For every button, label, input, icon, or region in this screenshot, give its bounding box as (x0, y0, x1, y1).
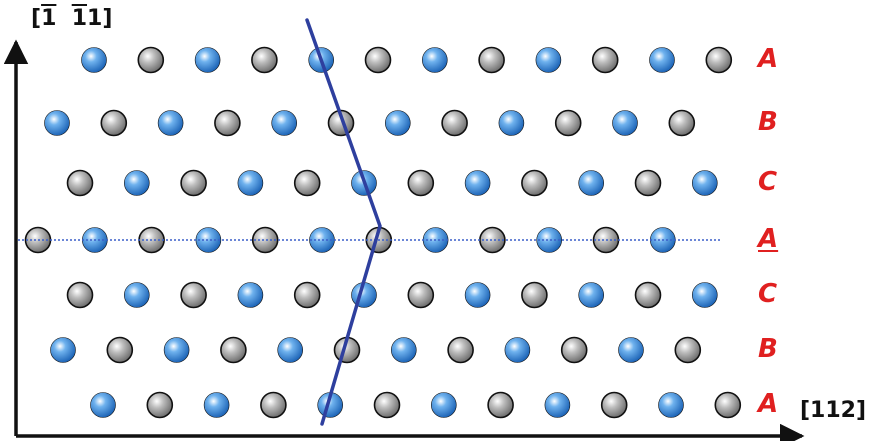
atom-gray (600, 391, 628, 419)
y-label-index-1: 1 (41, 6, 57, 31)
atom-gray (260, 391, 287, 419)
atom-gray (478, 46, 505, 74)
atom-gray (66, 169, 94, 197)
atom-gray (674, 336, 702, 364)
atom-gray (220, 336, 247, 364)
layer-label: A (758, 389, 779, 419)
atom-blue (544, 392, 571, 418)
atom-gray (106, 336, 134, 364)
atom-blue (464, 282, 491, 308)
atom-blue (504, 337, 531, 363)
atom-gray (407, 169, 435, 197)
vertical-axis-label: [1 11] (31, 6, 113, 31)
atom-blue (163, 337, 190, 363)
atom-gray (521, 169, 548, 197)
atom-gray (293, 281, 321, 309)
atom-blue (237, 282, 264, 308)
atom-gray (668, 109, 696, 137)
atom-gray (521, 281, 548, 309)
atom-blue (157, 110, 184, 136)
atom-gray (441, 109, 468, 137)
atom-gray (447, 336, 474, 364)
atom-blue (535, 47, 562, 73)
atom-blue (464, 170, 491, 196)
atom-blue (430, 392, 457, 418)
horizontal-axis-label: [112] (800, 398, 867, 423)
atom-gray (487, 391, 514, 419)
atom-blue (612, 110, 638, 136)
y-label-index-3: 1 (87, 6, 103, 31)
atom-gray (554, 109, 582, 137)
atom-blue (390, 337, 417, 363)
atom-blue (271, 110, 298, 136)
atom-gray (705, 46, 733, 74)
atom-gray (364, 46, 392, 74)
atom-blue (578, 170, 605, 196)
atom-gray (407, 281, 435, 309)
atom-blue (124, 282, 150, 308)
atom-blue (277, 337, 304, 363)
atom-gray (560, 336, 588, 364)
atom-gray (214, 109, 241, 137)
atom-blue (691, 170, 718, 196)
atom-gray (591, 46, 619, 74)
atom-gray (373, 391, 401, 419)
atom-gray (634, 281, 662, 309)
atom-blue (421, 47, 448, 73)
atom-gray (180, 281, 207, 309)
atom-blue (81, 47, 107, 73)
layer-label: B (758, 334, 778, 364)
atom-gray (251, 226, 279, 254)
layer-label: C (758, 279, 778, 309)
atom-blue (536, 227, 563, 253)
layer-label: C (758, 167, 778, 197)
atom-blue (203, 392, 230, 418)
atom-layers (24, 46, 742, 419)
atom-blue (618, 337, 644, 363)
atom-blue (649, 47, 675, 73)
atom-gray (66, 281, 94, 309)
atom-blue (44, 110, 70, 136)
atom-gray (146, 391, 174, 419)
y-label-index-2: 1 (71, 6, 88, 31)
layer-label: A (758, 44, 779, 74)
atom-blue (237, 170, 264, 196)
atom-blue (124, 170, 150, 196)
atom-blue (194, 47, 221, 73)
twin-boundary-line (305, 18, 382, 426)
atom-gray (293, 169, 321, 197)
atom-blue (498, 110, 525, 136)
atom-blue (691, 282, 718, 308)
atom-blue (50, 337, 76, 363)
atom-gray (137, 46, 165, 74)
atom-blue (658, 392, 684, 418)
atom-gray (634, 169, 662, 197)
atom-gray (100, 109, 128, 137)
atom-blue (90, 392, 116, 418)
layer-label: B (758, 107, 778, 137)
atom-blue (384, 110, 411, 136)
atom-gray (714, 391, 742, 419)
atom-blue (578, 282, 605, 308)
layer-label: A (758, 224, 779, 254)
atom-gray (180, 169, 207, 197)
atom-gray (251, 46, 278, 74)
